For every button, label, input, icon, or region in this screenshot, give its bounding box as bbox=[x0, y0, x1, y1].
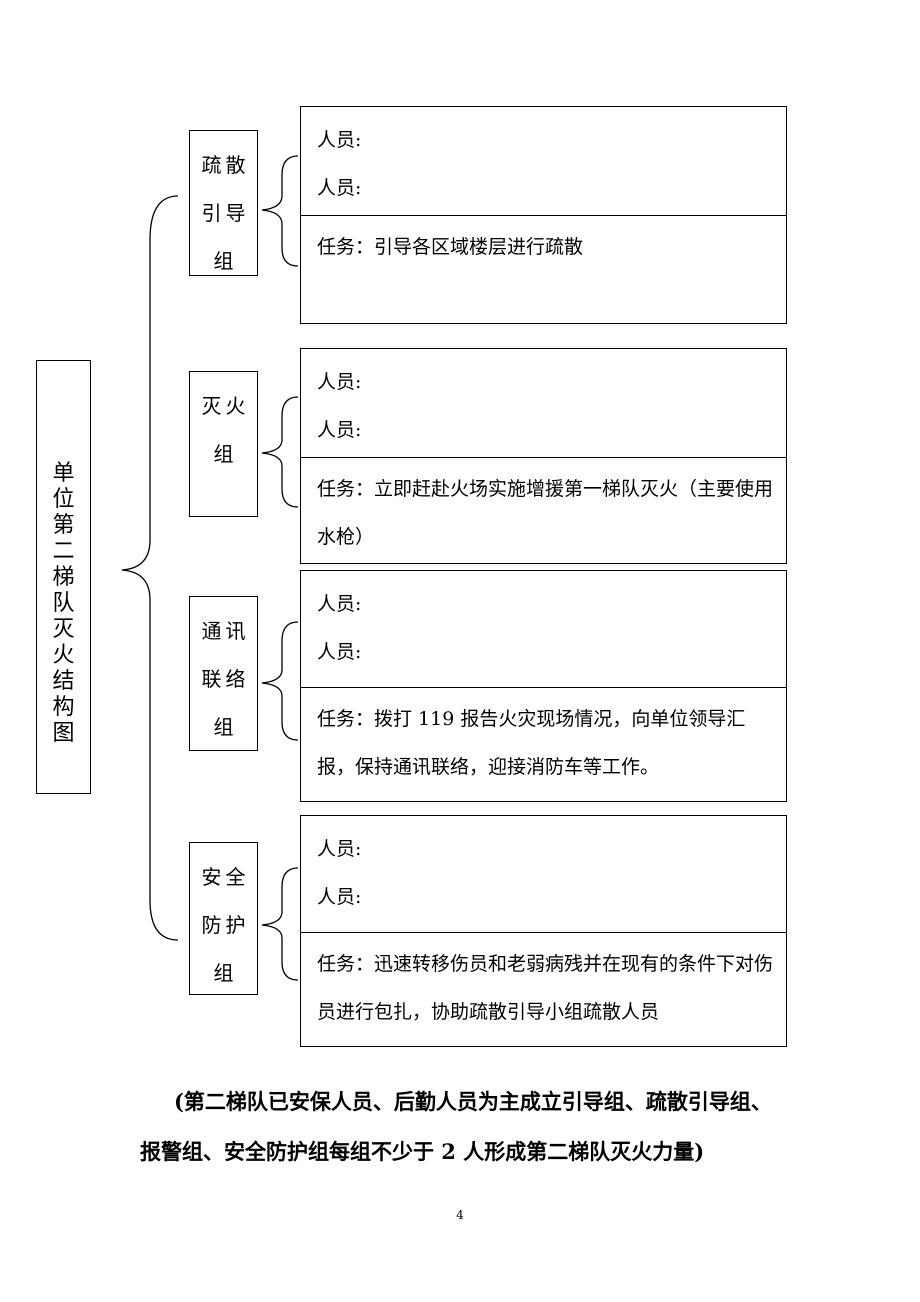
person-line: 人员: bbox=[317, 177, 362, 199]
divider bbox=[301, 687, 786, 688]
divider bbox=[301, 932, 786, 933]
group-label: 联络 bbox=[201, 667, 250, 691]
group-label: 引导 bbox=[201, 201, 250, 225]
person-line: 人员: bbox=[317, 129, 362, 151]
group-label: 组 bbox=[213, 249, 238, 273]
divider bbox=[301, 215, 786, 216]
group-label: 组 bbox=[213, 961, 238, 985]
group-brace bbox=[261, 396, 299, 508]
group-firefighting-detail: 人员: 人员: 任务：立即赶赴火场实施增援第一梯队灭火（主要使用水枪） bbox=[300, 348, 787, 564]
person-line: 人员: bbox=[317, 419, 362, 441]
group-brace bbox=[261, 867, 299, 981]
group-label: 组 bbox=[213, 442, 238, 466]
group-evacuation-detail: 人员: 人员: 任务：引导各区域楼层进行疏散 bbox=[300, 106, 787, 324]
person-line: 人员: bbox=[317, 371, 362, 393]
person-line: 人员: bbox=[317, 641, 362, 663]
group-label: 灭火 bbox=[201, 394, 250, 418]
divider bbox=[301, 457, 786, 458]
group-label: 防护 bbox=[201, 913, 250, 937]
group-safety-box: 安全 防护 组 bbox=[189, 842, 258, 995]
task-text: 任务：引导各区域楼层进行疏散 bbox=[317, 236, 584, 258]
root-title-box: 单 位 第 二 梯 队 灭 火 结 构 图 bbox=[36, 360, 91, 794]
root-title: 单 位 第 二 梯 队 灭 火 结 构 图 bbox=[52, 461, 75, 746]
group-label: 疏散 bbox=[201, 153, 250, 177]
group-label: 安全 bbox=[201, 865, 250, 889]
group-communication-detail: 人员: 人员: 任务：拨打 119 报告火灾现场情况，向单位领导汇报，保持通讯联… bbox=[300, 570, 787, 802]
note-line-1: (第二梯队已安保人员、后勤人员为主成立引导组、疏散引导组、 bbox=[174, 1089, 772, 1114]
group-label: 组 bbox=[213, 715, 238, 739]
task-text: 任务：迅速转移伤员和老弱病残并在现有的条件下对伤员进行包扎，协助疏散引导小组疏散… bbox=[317, 953, 774, 1023]
group-brace bbox=[261, 155, 299, 267]
task-text: 任务：拨打 119 报告火灾现场情况，向单位领导汇报，保持通讯联络，迎接消防车等… bbox=[317, 708, 746, 778]
group-brace bbox=[261, 621, 299, 741]
page-number: 4 bbox=[456, 1208, 464, 1222]
task-text: 任务：立即赶赴火场实施增援第一梯队灭火（主要使用水枪） bbox=[317, 478, 774, 548]
person-line: 人员: bbox=[317, 838, 362, 860]
group-evacuation-box: 疏散 引导 组 bbox=[189, 130, 258, 276]
root-brace bbox=[121, 195, 179, 941]
group-safety-detail: 人员: 人员: 任务：迅速转移伤员和老弱病残并在现有的条件下对伤员进行包扎，协助… bbox=[300, 815, 787, 1047]
person-line: 人员: bbox=[317, 886, 362, 908]
group-firefighting-box: 灭火 组 bbox=[189, 371, 258, 517]
group-label: 通讯 bbox=[201, 619, 250, 643]
group-communication-box: 通讯 联络 组 bbox=[189, 596, 258, 751]
person-line: 人员: bbox=[317, 593, 362, 615]
note-line-2: 报警组、安全防护组每组不少于 2 人形成第二梯队灭火力量) bbox=[140, 1139, 705, 1164]
